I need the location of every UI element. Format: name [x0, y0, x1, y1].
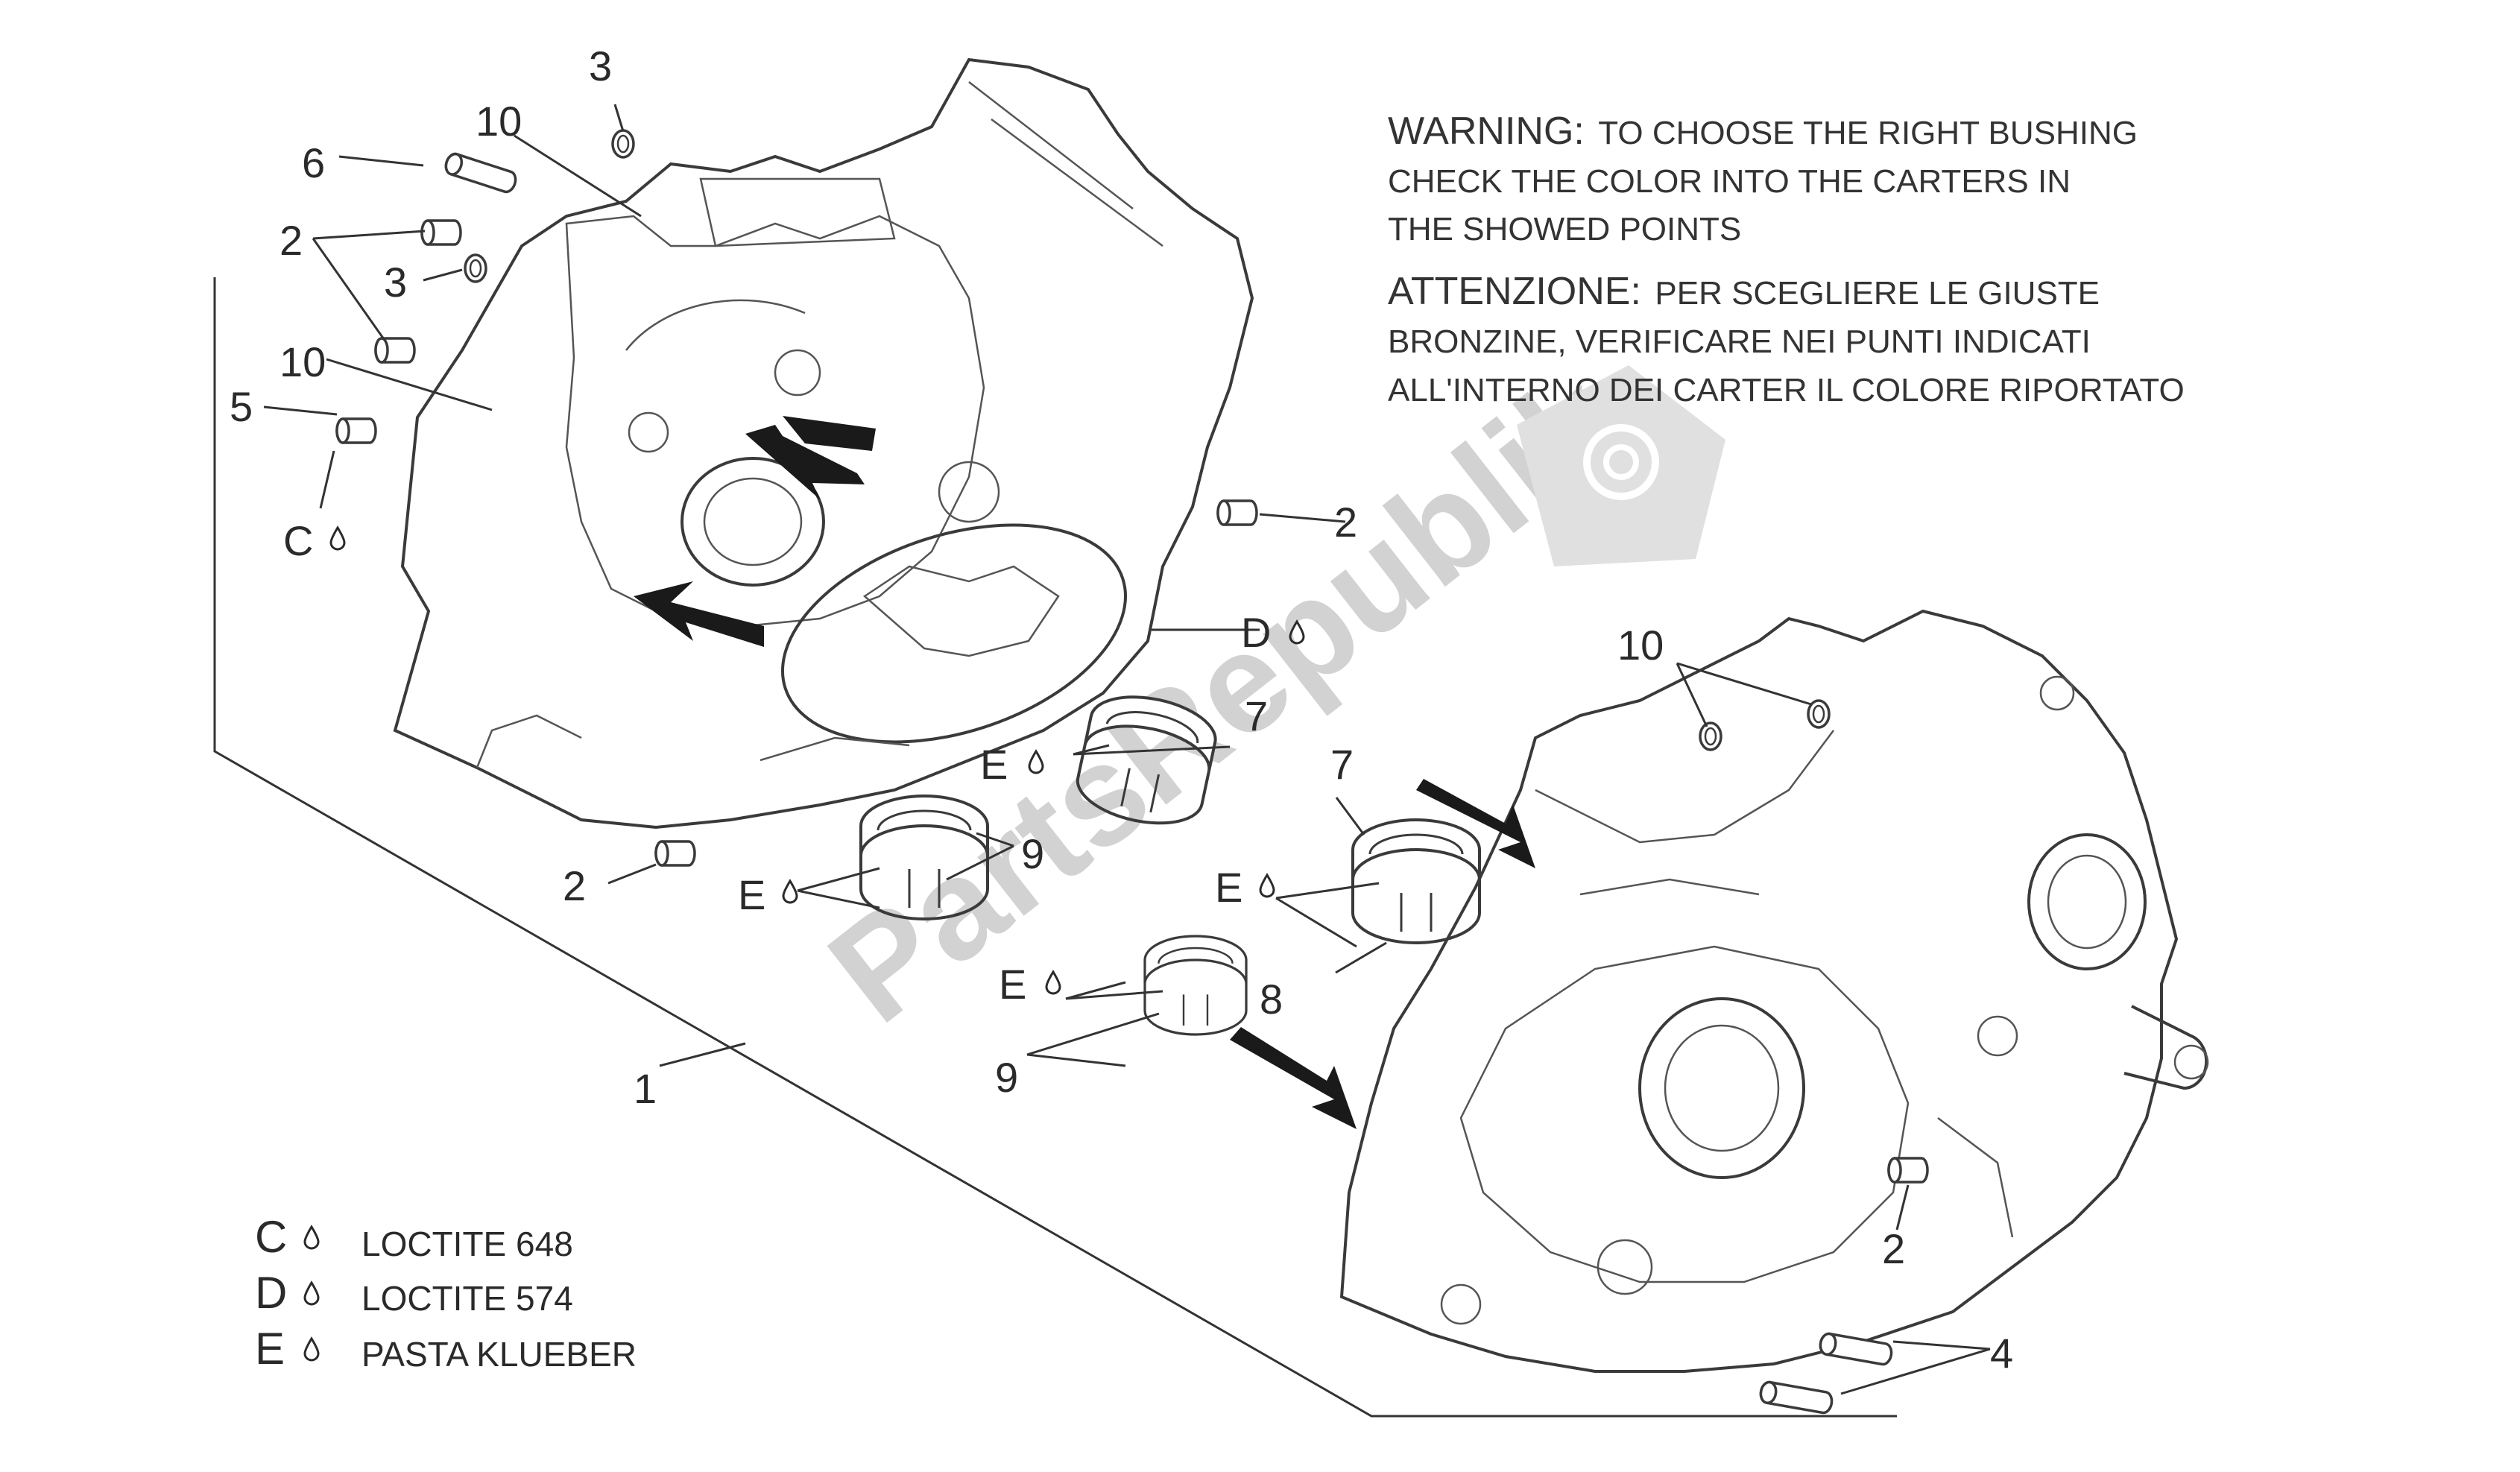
callout-5: 5 [230, 383, 253, 430]
arrow-icon [634, 581, 764, 647]
ring-10b [1807, 699, 1831, 729]
callout-10: 10 [1617, 622, 1664, 669]
warning-text-it-3: ALL'INTERNO DEI CARTER IL COLORE RIPORTA… [1388, 372, 2185, 408]
arrow-icon [1416, 779, 1535, 868]
sleeve-2d [654, 840, 696, 867]
callout-1: 1 [634, 1065, 657, 1112]
callout-E: E [980, 741, 1008, 788]
legend-text-C: LOCTITE 648 [361, 1225, 573, 1263]
svg-text:WARNING: TO CHOOSE THE R: WARNING: TO CHOOSE THE RIGHT BUSHING [1388, 110, 2138, 153]
sleeve-2c [1216, 499, 1258, 526]
dowel-pin-6 [442, 151, 520, 195]
assembly-outline [213, 277, 1897, 1418]
warning-text-it-1: PER SCEGLIERE LE GIUSTE [1655, 275, 2100, 312]
left-crankcase [393, 57, 1254, 830]
arrow-icon [783, 416, 876, 451]
callout-7: 7 [1245, 692, 1268, 739]
gear-icon [1517, 365, 1725, 566]
callout-6: 6 [302, 139, 325, 186]
callout-9: 9 [1021, 830, 1044, 877]
callout-4: 4 [1990, 1330, 2013, 1377]
dowel-pin-4a [1817, 1331, 1895, 1367]
warning-text-en-3: THE SHOWED POINTS [1388, 211, 1741, 247]
callout-3: 3 [589, 42, 612, 89]
dowel-pin-4b [1758, 1380, 1835, 1415]
callout-D: D [1241, 609, 1271, 656]
callout-9: 9 [995, 1054, 1018, 1101]
callout-2: 2 [1882, 1225, 1905, 1272]
callout-E: E [738, 871, 765, 918]
callout-2: 2 [1334, 499, 1357, 546]
callout-8: 8 [1260, 976, 1283, 1023]
warning-heading-it: ATTENZIONE: [1388, 270, 1641, 313]
callout-3: 3 [384, 259, 407, 306]
sleeve-5 [335, 417, 377, 444]
warning-heading-en: WARNING: [1388, 110, 1585, 153]
warning-note: WARNING: TO CHOOSE THE RIGHT BUSHING CHE… [1388, 110, 2185, 408]
callout-2: 2 [280, 217, 303, 264]
indicator-arrows [634, 416, 1535, 1129]
legend-letter-D: D [255, 1268, 287, 1318]
warning-text-en-1: TO CHOOSE THE RIGHT BUSHING [1598, 115, 2138, 151]
callout-10: 10 [476, 98, 522, 145]
legend-text-E: PASTA KLUEBER [361, 1335, 637, 1374]
sleeve-2a [420, 219, 462, 246]
warning-text-it-2: BRONZINE, VERIFICARE NEI PUNTI INDICATI [1388, 323, 2091, 360]
ring-3a [611, 129, 635, 159]
sleeve-2e [1887, 1157, 1929, 1184]
callouts: 3 10 6 2 3 10 5 C 2 D 7 E 7 9 2 E E 8 E … [230, 42, 2013, 1377]
arrow-icon [745, 425, 865, 499]
ring-10a [1699, 721, 1722, 751]
drop-icon [303, 1281, 320, 1306]
legend-letter-C: C [255, 1212, 287, 1262]
arrow-icon [1230, 1027, 1357, 1129]
warning-text-en-2: CHECK THE COLOR INTO THE CARTERS IN [1388, 163, 2071, 200]
callout-C: C [283, 517, 313, 564]
svg-text:ATTENZIONE: PER SCEGLIER: ATTENZIONE: PER SCEGLIERE LE GIUSTE [1388, 270, 2100, 313]
callout-10: 10 [280, 338, 326, 385]
callout-E: E [1215, 864, 1242, 911]
right-crankcase [1339, 609, 2209, 1373]
ring-3b [464, 253, 487, 283]
bushing-8 [1351, 818, 1481, 944]
bushing-9b [1143, 935, 1248, 1036]
leader-lines [263, 104, 1991, 1395]
legend-text-D: LOCTITE 574 [361, 1279, 573, 1318]
sleeve-2b [374, 337, 416, 364]
legend: C LOCTITE 648 D LOCTITE 574 E PASTA KLUE… [255, 1212, 637, 1374]
drop-icon [303, 1337, 320, 1362]
callout-E: E [999, 961, 1026, 1008]
legend-letter-E: E [255, 1324, 285, 1374]
callout-2: 2 [563, 862, 586, 909]
drop-icon [303, 1225, 320, 1250]
callout-7: 7 [1330, 741, 1354, 788]
